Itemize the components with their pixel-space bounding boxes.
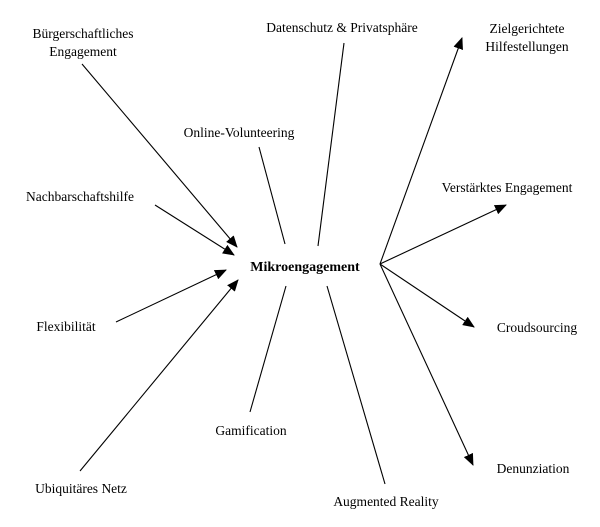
edge-online-volunteering	[258, 146, 286, 245]
node-label-line: Augmented Reality	[333, 494, 439, 509]
edge-flexibilitaet	[115, 269, 227, 323]
edge-datenschutz	[317, 42, 345, 247]
node-label-line: Hilfestellungen	[485, 39, 568, 54]
node-label-line: Ubiquitäres Netz	[35, 481, 127, 496]
center-node-label: Mikroengagement	[250, 260, 360, 275]
node-label-flexibilitaet: Flexibilität	[36, 319, 95, 334]
node-label-augmented: Augmented Reality	[333, 494, 439, 509]
node-label-verstaerktes: Verstärktes Engagement	[442, 180, 573, 195]
node-label-ubiquitaeres: Ubiquitäres Netz	[35, 481, 127, 496]
node-label-line: Denunziation	[497, 461, 570, 476]
node-label-line: Gamification	[215, 423, 286, 438]
edge-zielgerichtete	[379, 37, 463, 265]
node-label-nachbarschaftshilfe: Nachbarschaftshilfe	[26, 189, 134, 204]
node-label-line: Datenschutz & Privatsphäre	[266, 20, 417, 35]
edge-buergerschaft	[81, 63, 238, 248]
node-label-line: Flexibilität	[36, 319, 95, 334]
edge-augmented	[326, 285, 386, 485]
edge-ubiquitaeres	[79, 279, 239, 472]
node-label-line: Online-Volunteering	[184, 125, 295, 140]
node-label-line: Verstärktes Engagement	[442, 180, 573, 195]
node-label-denunziation: Denunziation	[497, 461, 570, 476]
node-label-line: Engagement	[49, 44, 117, 59]
edge-nachbarschaftshilfe	[154, 204, 235, 256]
node-label-line: Nachbarschaftshilfe	[26, 189, 134, 204]
node-label-crowdsourcing: Croudsourcing	[497, 320, 577, 335]
node-label-datenschutz: Datenschutz & Privatsphäre	[266, 20, 417, 35]
node-label-line: Croudsourcing	[497, 320, 577, 335]
edge-verstaerktes	[379, 204, 507, 265]
node-label-line: Bürgerschaftliches	[33, 26, 134, 41]
node-label-line: Zielgerichtete	[490, 21, 565, 36]
edge-gamification	[249, 285, 287, 413]
edge-denunziation	[379, 263, 474, 466]
node-label-gamification: Gamification	[215, 423, 286, 438]
edge-crowdsourcing	[379, 263, 475, 328]
edges-layer	[79, 37, 507, 485]
node-label-online-volunteering: Online-Volunteering	[184, 125, 295, 140]
